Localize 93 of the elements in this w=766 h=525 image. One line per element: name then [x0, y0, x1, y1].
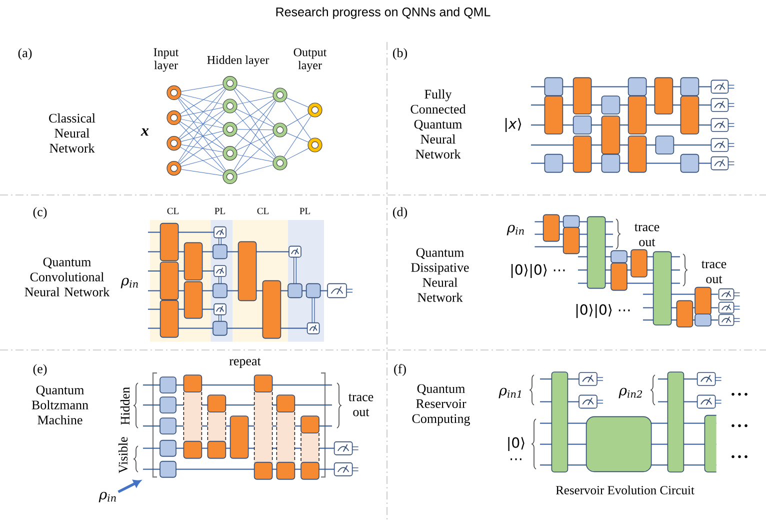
connection-line	[234, 100, 276, 171]
neuron	[272, 156, 288, 170]
math-label: ρ$_{in}$	[506, 224, 524, 236]
connection-line	[236, 108, 274, 128]
connection-line	[236, 98, 274, 126]
math-label: |0⟩|0⟩ ⋯	[576, 304, 630, 318]
neuron	[222, 122, 238, 137]
model-name: Quantum Reservoir Computing	[412, 384, 470, 426]
connection-line	[286, 98, 309, 108]
panel-letter: (f)	[394, 364, 406, 376]
input-label: ρ$_{in}$	[98, 492, 116, 502]
connection-line	[180, 107, 224, 116]
neuron	[222, 98, 238, 114]
connection-line	[236, 133, 274, 160]
connection-line	[235, 134, 275, 172]
math-label: |0⟩	[508, 437, 524, 452]
connection-line	[235, 88, 275, 126]
connection-line	[180, 133, 224, 164]
math-label: ρ$_{in2}$	[618, 388, 642, 398]
neuron	[272, 88, 288, 102]
connection-line	[180, 154, 224, 167]
panel-letter: (e)	[33, 364, 47, 376]
model-name: Quantum Dissipative Neural Network	[411, 248, 469, 302]
math-label: ⋯	[510, 458, 522, 460]
connection-line	[180, 118, 224, 128]
panel-letter: (c)	[33, 207, 47, 219]
connection-line	[180, 110, 224, 140]
layer-label: Hidden layer	[207, 56, 270, 66]
connection-line	[180, 144, 224, 152]
math-label: ρ$_{in1}$	[498, 388, 521, 398]
connection-line	[236, 96, 274, 105]
neuron	[222, 146, 238, 161]
note-label: Visible	[118, 437, 128, 474]
layer-label: CL	[257, 208, 268, 214]
connection-line	[236, 132, 274, 150]
layer-label: Input layer	[154, 48, 179, 72]
connection-line	[236, 154, 274, 162]
connection-line	[284, 116, 312, 158]
connection-line	[180, 84, 224, 92]
layer-label: PL	[300, 208, 310, 214]
connection-line	[236, 164, 274, 176]
layer-label: Output layer	[294, 48, 327, 72]
connection-line	[236, 84, 274, 94]
connection-line	[178, 111, 226, 164]
neuron	[308, 138, 322, 152]
model-name: Quantum Convolutional Neural Network	[24, 258, 110, 296]
note-label: trace out	[348, 394, 374, 416]
math-label: ρ$_{in}$	[120, 278, 138, 288]
arrow	[118, 480, 141, 494]
math-label: x	[140, 128, 149, 136]
panel-letter: (a)	[18, 48, 32, 60]
connection-line	[284, 100, 312, 140]
connection-line	[234, 111, 276, 158]
layer-label: PL	[214, 208, 225, 214]
connection-line	[180, 146, 224, 174]
connection-line	[180, 121, 224, 150]
model-name: Classical Neural Network	[49, 113, 96, 153]
connection-line	[178, 89, 226, 162]
model-name: Quantum Boltzmann Machine	[32, 386, 88, 424]
neuron	[222, 169, 238, 184]
title: Research progress on QNNs and QML	[276, 7, 490, 19]
neuron	[166, 161, 182, 176]
connection-line	[180, 86, 224, 114]
math-label: |x⟩	[506, 118, 522, 132]
neuron	[272, 122, 288, 138]
connection-line	[286, 148, 309, 160]
connection-line	[286, 132, 309, 142]
connection-line	[180, 130, 224, 142]
connection-line	[180, 96, 224, 126]
connection-line	[178, 122, 226, 172]
neuron	[166, 85, 182, 100]
connection-line	[180, 169, 224, 176]
layer-label: CL	[167, 208, 178, 214]
note-label: Hidden	[120, 387, 130, 425]
connection-line	[234, 89, 276, 158]
connection-line	[286, 113, 309, 127]
connection-line	[178, 98, 226, 171]
note-label: trace out	[634, 224, 660, 246]
math-label: |0⟩|0⟩ ⋯	[511, 264, 565, 278]
connection-line	[237, 129, 273, 130]
neuron	[166, 110, 182, 125]
connection-line	[178, 98, 226, 148]
model-name: Fully Connected Quantum Neural Network	[410, 89, 466, 159]
connection-line	[180, 94, 224, 105]
panel-letter: (d)	[393, 207, 408, 219]
panel-letter: (b)	[393, 48, 408, 60]
connection-line	[178, 88, 226, 138]
neuron	[166, 136, 182, 151]
note-label: trace out	[702, 260, 726, 284]
neuron	[308, 102, 322, 118]
connection-line	[234, 100, 276, 148]
neuron	[222, 76, 238, 91]
caption-label: Reservoir Evolution Circuit	[556, 486, 694, 494]
